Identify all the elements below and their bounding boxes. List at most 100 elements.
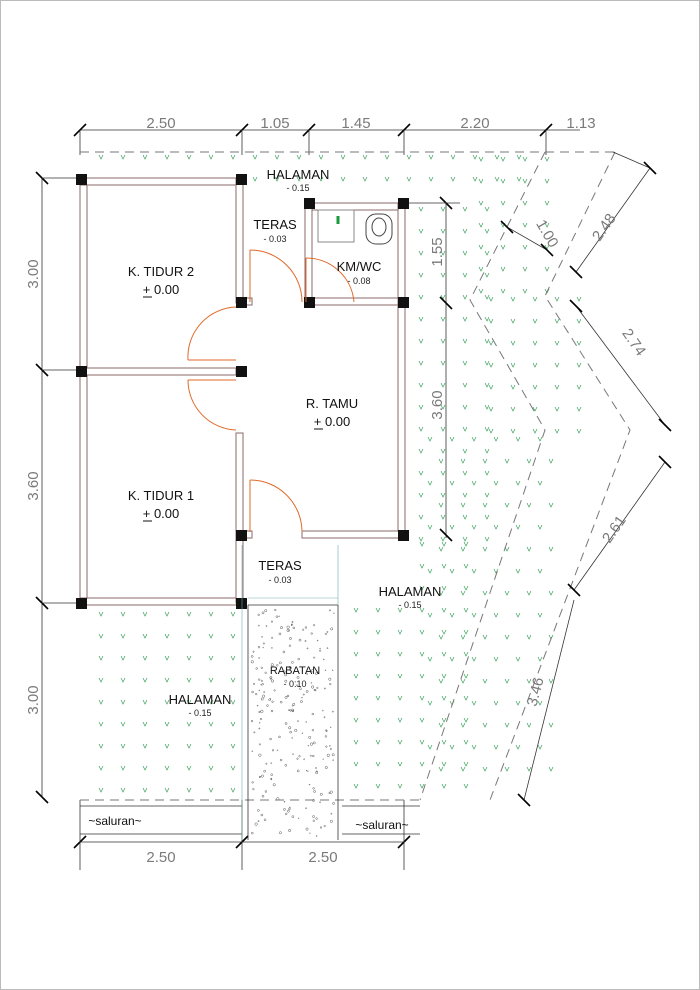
- rabatan-speck: [306, 673, 308, 675]
- rabatan-speck: [286, 628, 290, 632]
- grass-mark: [554, 384, 560, 390]
- rabatan-speck: [291, 709, 294, 713]
- rabatan-speck: [251, 750, 254, 753]
- grass-mark: [375, 651, 381, 657]
- grass-mark: [441, 695, 447, 701]
- rabatan-speck: [285, 812, 288, 816]
- grass-mark: [462, 316, 468, 322]
- grass-mark: [375, 761, 381, 767]
- grass-mark: [186, 677, 192, 683]
- grass-mark: [515, 744, 521, 750]
- grass-mark: [537, 436, 543, 442]
- label-halaman-top: HALAMAN: [267, 167, 330, 182]
- rabatan-speck: [313, 689, 316, 691]
- grass-mark: [384, 154, 390, 160]
- grass-mark: [230, 765, 236, 771]
- rabatan-speck: [329, 747, 332, 750]
- grass-mark: [515, 436, 521, 442]
- rabatan-speck: [261, 683, 264, 686]
- rabatan-speck: [262, 694, 266, 698]
- grass-mark: [460, 502, 466, 508]
- grass-mark: [164, 633, 170, 639]
- grass-mark: [428, 176, 434, 182]
- grass-mark: [462, 228, 468, 234]
- grass-mark: [554, 296, 560, 302]
- grass-mark: [440, 316, 446, 322]
- rabatan-speck: [289, 730, 292, 734]
- grass-mark: [478, 222, 484, 228]
- rabatan-speck: [305, 690, 309, 693]
- rabatan-speck: [283, 808, 286, 811]
- rabatan-speck: [276, 749, 279, 752]
- toilet-fixtures: [317, 209, 393, 245]
- grass-mark: [504, 502, 510, 508]
- grass-mark: [274, 176, 280, 182]
- grass-mark: [488, 318, 494, 324]
- grass-mark: [576, 406, 582, 412]
- rabatan-speck: [301, 732, 304, 734]
- grass-mark: [504, 590, 510, 596]
- rabatan-speck: [283, 800, 286, 803]
- rabatan-speck: [289, 709, 292, 712]
- rabatan-speck: [305, 769, 308, 772]
- rabatan-speck: [312, 741, 316, 745]
- level-rabatan: - 0.10: [283, 679, 306, 689]
- grass-mark: [471, 656, 477, 662]
- grass-mark: [462, 360, 468, 366]
- rabatan-speck: [310, 682, 313, 684]
- label-teras-bottom: TERAS: [258, 558, 302, 573]
- grass-mark: [484, 470, 490, 476]
- grass-mark: [362, 154, 368, 160]
- rabatan-speck: [258, 743, 261, 746]
- rabatan-speck: [288, 807, 291, 811]
- dim-diag-5: 3.46: [524, 676, 548, 709]
- grass-mark: [484, 272, 490, 278]
- grass-mark: [526, 678, 532, 684]
- grass-mark: [418, 316, 424, 322]
- grass-mark: [484, 492, 490, 498]
- grass-mark: [460, 458, 466, 464]
- grass-mark: [441, 607, 447, 613]
- rabatan-speck: [261, 635, 263, 638]
- grass-mark: [500, 156, 506, 162]
- rabatan-speck: [276, 664, 279, 667]
- rabatan-speck: [319, 801, 321, 804]
- grass-mark: [142, 787, 148, 793]
- rabatan-speck: [269, 737, 272, 741]
- rabatan-speck: [284, 673, 288, 677]
- rabatan-speck: [291, 661, 294, 664]
- grass-mark: [484, 338, 490, 344]
- grass-mark: [493, 436, 499, 442]
- rabatan-speck: [288, 665, 292, 669]
- grass-mark: [532, 428, 538, 434]
- rabatan-speck: [315, 672, 318, 675]
- rabatan-speck: [319, 649, 322, 652]
- grass-mark: [462, 272, 468, 278]
- rabatan-speck: [270, 762, 273, 764]
- rabatan-speck: [308, 736, 312, 739]
- grass-mark: [440, 382, 446, 388]
- rabatan-speck: [307, 770, 309, 772]
- grass-mark: [441, 783, 447, 789]
- grass-mark: [516, 176, 522, 182]
- grass-mark: [482, 678, 488, 684]
- grass-mark: [120, 655, 126, 661]
- grass-mark: [449, 744, 455, 750]
- grass-mark: [98, 743, 104, 749]
- rabatan-speck: [270, 709, 274, 713]
- grass-mark: [375, 607, 381, 613]
- grass-mark: [537, 656, 543, 662]
- grass-mark: [440, 272, 446, 278]
- rabatan-speck: [324, 669, 327, 671]
- grass-mark: [544, 200, 550, 206]
- grass-mark: [488, 340, 494, 346]
- grass-mark: [537, 524, 543, 530]
- level-tidur2: + 0.00: [143, 282, 180, 297]
- grass-mark: [537, 700, 543, 706]
- grass-mark: [419, 563, 425, 569]
- grass-mark: [471, 612, 477, 618]
- rabatan-speck: [260, 679, 263, 682]
- rabatan-speck: [251, 781, 254, 784]
- rabatan-speck: [291, 737, 293, 739]
- rabatan-speck: [271, 749, 275, 752]
